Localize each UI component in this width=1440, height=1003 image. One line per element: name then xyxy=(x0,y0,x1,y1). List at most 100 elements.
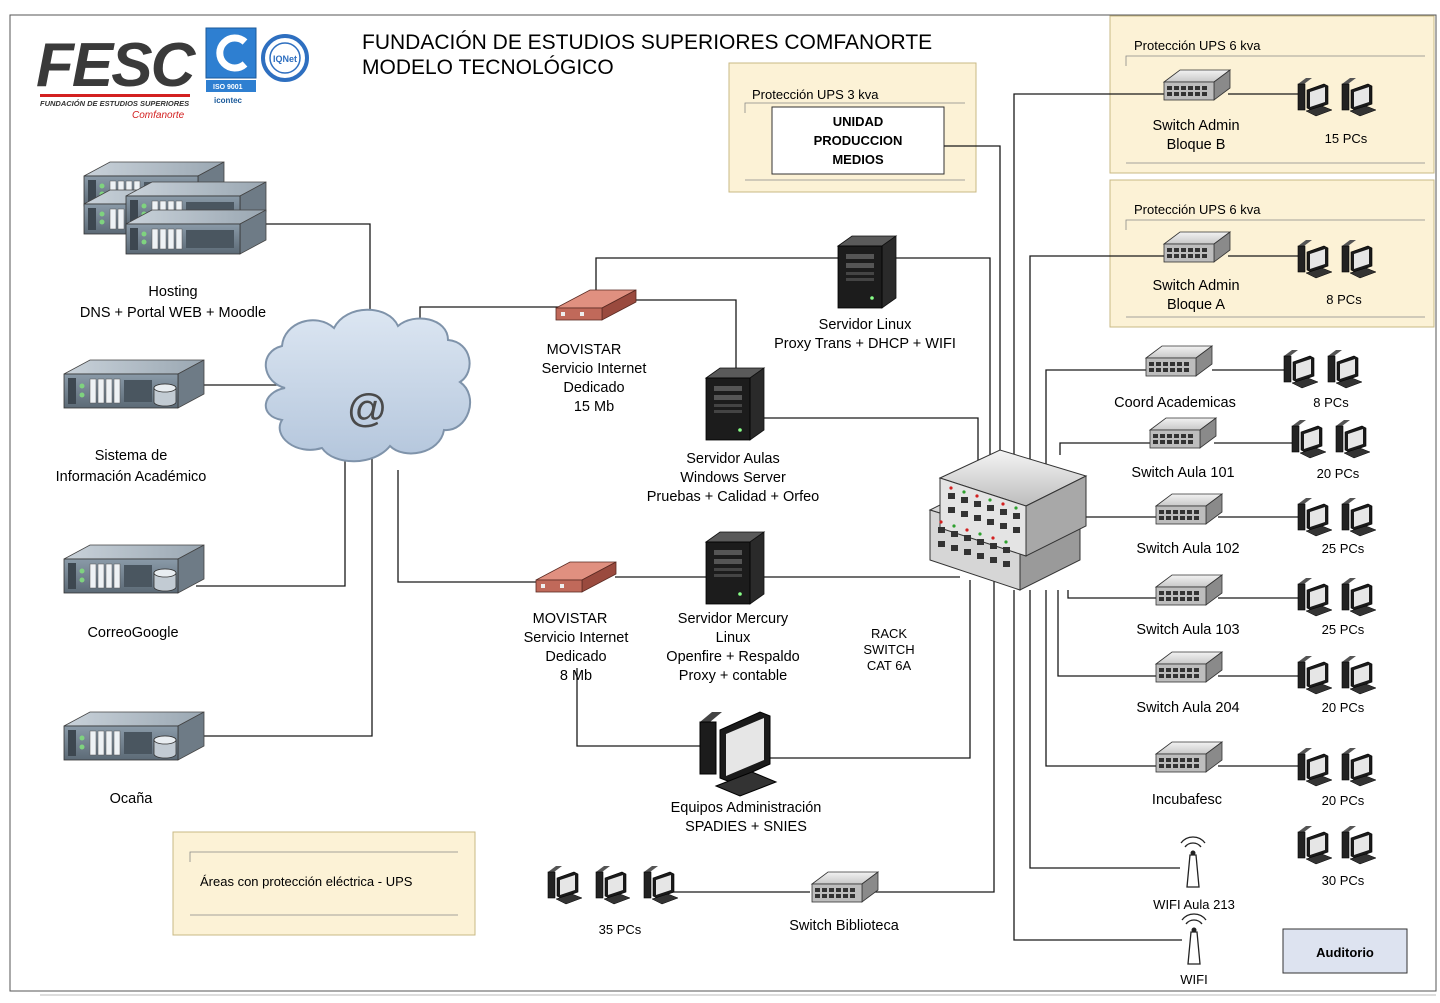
svg-text:8 Mb: 8 Mb xyxy=(560,668,592,684)
wifi-icon xyxy=(1181,913,1207,965)
sia-label-2: Información Académico xyxy=(56,469,207,485)
pcs-bloque-b-count: 15 PCs xyxy=(1325,131,1368,146)
switch-aula-103-label: Switch Aula 103 xyxy=(1136,622,1239,638)
ups-label-3kva: Protección UPS 3 kva xyxy=(752,87,879,102)
svg-text:Comfanorte: Comfanorte xyxy=(132,110,185,121)
iso-certification-seal: ISO 9001 icontec xyxy=(205,27,257,105)
ups-legend-box: Áreas con protección eléctrica - UPS xyxy=(172,831,476,936)
svg-text:Dedicado: Dedicado xyxy=(545,649,606,665)
svg-text:SPADIES + SNIES: SPADIES + SNIES xyxy=(685,819,807,835)
svg-text:Servicio Internet: Servicio Internet xyxy=(524,630,629,646)
switch-aula-102-icon xyxy=(1155,493,1223,525)
pcs-aula-101-icon xyxy=(1292,420,1370,458)
switch-biblioteca-icon xyxy=(811,871,879,903)
isp2-label: MOVISTAR Servicio Internet Dedicado 8 Mb xyxy=(524,611,629,684)
wifi-aula-213-icon xyxy=(1180,836,1206,888)
page-title: FUNDACIÓN DE ESTUDIOS SUPERIORES COMFANO… xyxy=(362,31,932,54)
movistar-8mb-router-icon xyxy=(535,561,617,593)
iqnet-seal: IQNet xyxy=(261,34,309,82)
ups-label-6kva-a: Protección UPS 6 kva xyxy=(1134,202,1261,217)
svg-text:icontec: icontec xyxy=(214,96,243,105)
pcs-aula-101-count: 20 PCs xyxy=(1317,466,1360,481)
pcs-bloque-a-count: 8 PCs xyxy=(1326,292,1362,307)
svg-text:Proxy + contable: Proxy + contable xyxy=(679,668,787,684)
biblioteca-pcs-icon xyxy=(547,865,679,905)
auditorio-box: Auditorio xyxy=(1282,928,1408,974)
ocana-server-icon xyxy=(63,711,205,761)
svg-text:15 Mb: 15 Mb xyxy=(574,399,614,415)
pcs-aula-204-icon xyxy=(1298,656,1376,694)
svg-text:FUNDACIÓN DE ESTUDIOS SUPERIOR: FUNDACIÓN DE ESTUDIOS SUPERIORES xyxy=(40,99,189,108)
pcs-aula-102-count: 25 PCs xyxy=(1322,541,1365,556)
servidor-mercury-icon xyxy=(705,531,765,605)
pcs-incubafesc-count: 20 PCs xyxy=(1322,793,1365,808)
servidor-aulas-icon xyxy=(705,367,765,441)
equipos-administracion-icon xyxy=(699,711,778,797)
switch-aula-204-icon xyxy=(1155,651,1223,683)
wifi-label: WIFI xyxy=(1180,972,1207,987)
switch-coord-academicas-label: Coord Academicas xyxy=(1114,395,1236,411)
svg-text:SWITCH: SWITCH xyxy=(863,642,914,657)
pcs-aula-103-count: 25 PCs xyxy=(1322,622,1365,637)
switch-aula-101-icon xyxy=(1149,417,1217,449)
svg-text:MOVISTAR: MOVISTAR xyxy=(547,342,622,358)
svg-text:Servidor Mercury: Servidor Mercury xyxy=(678,611,789,627)
ocana-label: Ocaña xyxy=(110,791,154,807)
pcs-aula-102-icon xyxy=(1298,498,1376,536)
correo-google-server-icon xyxy=(63,544,205,594)
svg-text:Dedicado: Dedicado xyxy=(563,380,624,396)
pcs-coord-academicas-count: 8 PCs xyxy=(1313,395,1349,410)
switch-aula-102-label: Switch Aula 102 xyxy=(1136,541,1239,557)
switch-bloque-b-label-1: Switch Admin xyxy=(1152,118,1239,134)
svg-text:MEDIOS: MEDIOS xyxy=(832,152,884,167)
hosting-label-1: Hosting xyxy=(148,284,197,300)
svg-text:Pruebas + Calidad + Orfeo: Pruebas + Calidad + Orfeo xyxy=(647,489,820,505)
pcs-incubafesc-icon xyxy=(1298,748,1376,786)
page-border xyxy=(9,14,1437,992)
fesc-logo: FESC FUNDACIÓN DE ESTUDIOS SUPERIORES Co… xyxy=(36,31,199,121)
correo-google-label: CorreoGoogle xyxy=(87,625,178,641)
servidor-aulas-label: Servidor Aulas Windows Server Pruebas + … xyxy=(647,451,820,505)
switch-aula-101-label: Switch Aula 101 xyxy=(1131,465,1234,481)
ups-box-bloque-a: Protección UPS 6 kva xyxy=(1109,179,1435,328)
switch-bloque-b-label-2: Bloque B xyxy=(1167,137,1226,153)
svg-text:Servidor Linux: Servidor Linux xyxy=(819,317,912,333)
pcs-30-count: 30 PCs xyxy=(1322,873,1365,888)
pcs-30-icon xyxy=(1298,826,1376,864)
biblioteca-pcs-count: 35 PCs xyxy=(599,922,642,937)
rack-switch-label: RACK SWITCH CAT 6A xyxy=(863,626,914,673)
svg-text:Openfire + Respaldo: Openfire + Respaldo xyxy=(666,649,799,665)
page-subtitle: MODELO TECNOLÓGICO xyxy=(362,56,614,79)
svg-text:Linux: Linux xyxy=(716,630,751,646)
switch-aula-103-icon xyxy=(1155,574,1223,606)
switch-incubafesc-icon xyxy=(1155,741,1223,773)
cloud-at-symbol: @ xyxy=(347,387,388,431)
unidad-produccion-box xyxy=(771,106,945,175)
svg-text:FESC: FESC xyxy=(36,31,197,100)
svg-text:Proxy Trans + DHCP + WIFI: Proxy Trans + DHCP + WIFI xyxy=(774,336,956,352)
svg-text:IQNet: IQNet xyxy=(273,54,297,64)
wifi-aula-213-label: WIFI Aula 213 xyxy=(1153,897,1235,912)
ups-label-6kva-b: Protección UPS 6 kva xyxy=(1134,38,1261,53)
switch-bloque-a-label-2: Bloque A xyxy=(1167,297,1225,313)
svg-text:Windows Server: Windows Server xyxy=(680,470,786,486)
switch-incubafesc-label: Incubafesc xyxy=(1152,792,1222,808)
rack-switch-icon xyxy=(928,449,1088,591)
svg-text:UNIDAD: UNIDAD xyxy=(833,114,884,129)
servidor-mercury-label: Servidor Mercury Linux Openfire + Respal… xyxy=(666,611,799,684)
movistar-15mb-router-icon xyxy=(555,289,637,321)
svg-text:CAT 6A: CAT 6A xyxy=(867,658,912,673)
sia-server-icon xyxy=(63,359,205,409)
ups-legend-label: Áreas con protección eléctrica - UPS xyxy=(200,874,413,889)
switch-admin-bloque-a-icon xyxy=(1163,231,1231,263)
switch-bloque-a-label-1: Switch Admin xyxy=(1152,278,1239,294)
servidor-linux-label: Servidor Linux Proxy Trans + DHCP + WIFI xyxy=(774,317,956,352)
svg-text:PRODUCCION: PRODUCCION xyxy=(814,133,903,148)
switch-biblioteca-label: Switch Biblioteca xyxy=(789,918,900,934)
switch-coord-academicas-icon xyxy=(1145,345,1213,377)
svg-text:Servidor Aulas: Servidor Aulas xyxy=(686,451,780,467)
internet-cloud-icon xyxy=(264,308,471,463)
isp1-label: MOVISTAR Servicio Internet Dedicado 15 M… xyxy=(542,342,647,415)
pcs-aula-204-count: 20 PCs xyxy=(1322,700,1365,715)
